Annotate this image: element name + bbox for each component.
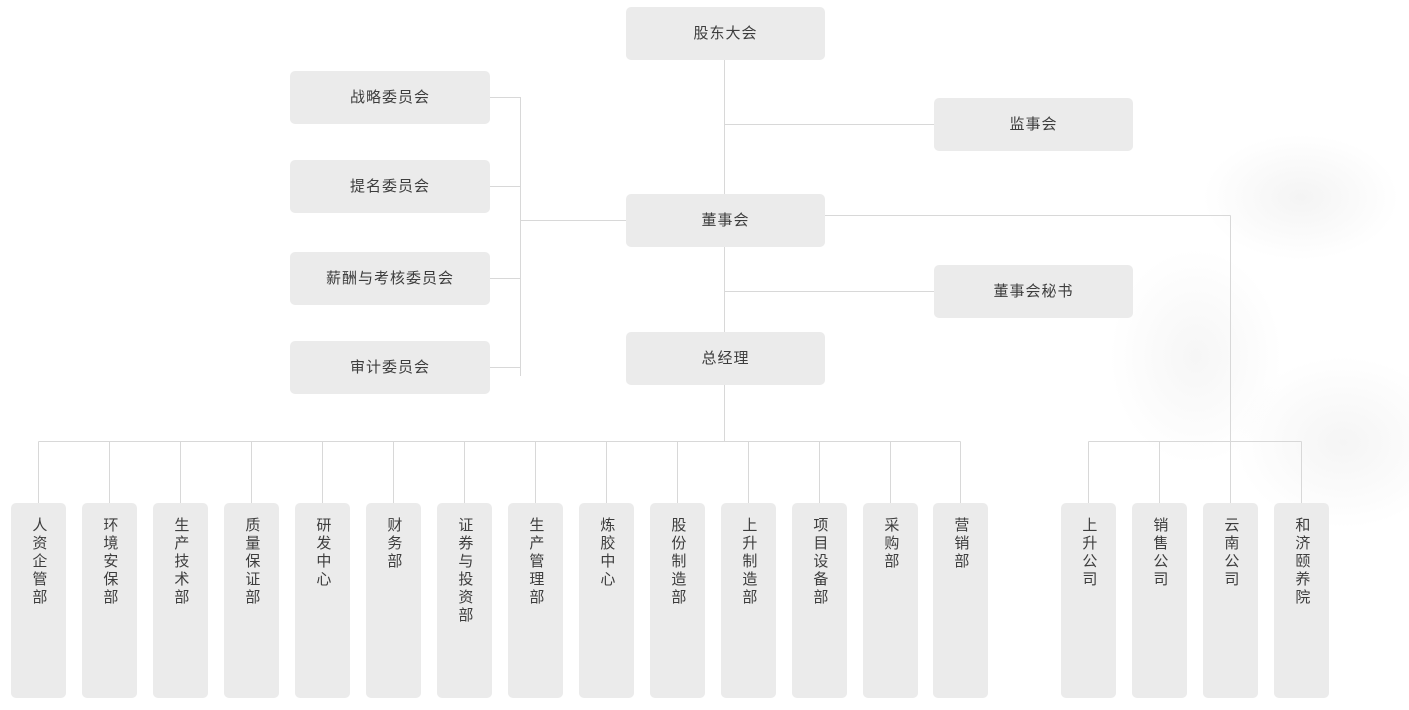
node-department-securities-investment[interactable]: 证券与投资部 [437,503,492,698]
node-label: 云南公司 [1222,517,1240,589]
node-board-secretary[interactable]: 董事会秘书 [934,265,1133,318]
node-label: 生产管理部 [527,517,545,607]
node-committee-audit[interactable]: 审计委员会 [290,341,490,394]
node-label: 项目设备部 [811,517,829,607]
node-department-share-manufacturing[interactable]: 股份制造部 [650,503,705,698]
node-label: 上升公司 [1080,517,1098,589]
node-committee-compensation-appraisal[interactable]: 薪酬与考核委员会 [290,252,490,305]
node-label: 质量保证部 [243,517,261,607]
node-department-environment-security[interactable]: 环境安保部 [82,503,137,698]
node-label: 战略委员会 [349,88,430,106]
background-watermark [1049,120,1409,550]
node-label: 薪酬与考核委员会 [325,269,454,287]
node-label: 生产技术部 [172,517,190,607]
node-label: 财务部 [385,517,403,571]
node-department-finance[interactable]: 财务部 [366,503,421,698]
node-department-production-management[interactable]: 生产管理部 [508,503,563,698]
node-subsidiary-heji-nursing-home[interactable]: 和济颐养院 [1274,503,1329,698]
node-department-marketing[interactable]: 营销部 [933,503,988,698]
node-department-rd-center[interactable]: 研发中心 [295,503,350,698]
node-subsidiary-sales-company[interactable]: 销售公司 [1132,503,1187,698]
node-label: 采购部 [882,517,900,571]
node-department-shangsheng-manufacturing[interactable]: 上升制造部 [721,503,776,698]
node-label: 总经理 [701,349,750,367]
node-subsidiary-shangsheng-company[interactable]: 上升公司 [1061,503,1116,698]
node-label: 研发中心 [314,517,332,589]
node-label: 销售公司 [1151,517,1169,589]
node-label: 证券与投资部 [456,517,474,625]
node-label: 股份制造部 [669,517,687,607]
node-label: 人资企管部 [30,517,48,607]
node-board-of-supervisors[interactable]: 监事会 [934,98,1133,151]
node-department-hr-enterprise-management[interactable]: 人资企管部 [11,503,66,698]
node-department-rubber-mixing-center[interactable]: 炼胶中心 [579,503,634,698]
node-board-of-directors[interactable]: 董事会 [626,194,825,247]
node-label: 上升制造部 [740,517,758,607]
node-label: 和济颐养院 [1293,517,1311,607]
node-label: 股东大会 [693,24,758,42]
node-label: 董事会秘书 [993,282,1074,300]
node-label: 营销部 [952,517,970,571]
node-label: 环境安保部 [101,517,119,607]
node-department-quality-assurance[interactable]: 质量保证部 [224,503,279,698]
node-label: 审计委员会 [349,358,430,376]
node-shareholders-meeting[interactable]: 股东大会 [626,7,825,60]
node-label: 炼胶中心 [598,517,616,589]
node-label: 提名委员会 [349,177,430,195]
node-committee-strategy[interactable]: 战略委员会 [290,71,490,124]
node-committee-nomination[interactable]: 提名委员会 [290,160,490,213]
node-subsidiary-yunnan-company[interactable]: 云南公司 [1203,503,1258,698]
node-department-production-technology[interactable]: 生产技术部 [153,503,208,698]
node-label: 董事会 [701,211,750,229]
node-label: 监事会 [1009,115,1058,133]
node-department-procurement[interactable]: 采购部 [863,503,918,698]
node-general-manager[interactable]: 总经理 [626,332,825,385]
node-department-project-equipment[interactable]: 项目设备部 [792,503,847,698]
